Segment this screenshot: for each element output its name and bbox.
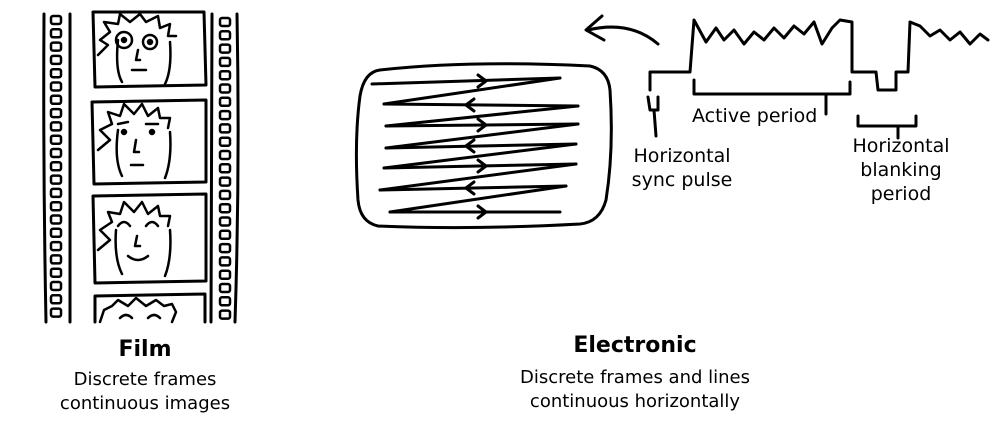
retrace-line	[388, 184, 568, 214]
sprocket-hole	[49, 294, 63, 305]
scan-arrow	[464, 97, 476, 113]
hsync-leader	[652, 108, 658, 138]
film-frame-1	[91, 10, 208, 89]
sprocket-hole	[49, 307, 63, 318]
hblank-label-line3: period	[870, 183, 932, 205]
film-face-4	[98, 296, 178, 324]
hblank-label: Horizontal blanking period	[838, 134, 964, 206]
film-caption: Film Discrete frames continuous images	[30, 338, 260, 416]
hsync-label-line2: sync pulse	[631, 169, 733, 191]
sprocket-hole	[49, 147, 63, 159]
electronic-caption: Electronic Discrete frames and lines con…	[470, 334, 800, 414]
sprocket-hole	[49, 214, 63, 225]
film-frame-4	[93, 292, 207, 324]
sprocket-hole	[218, 163, 232, 174]
film-face-1	[96, 12, 178, 86]
active-period-bracket	[692, 78, 852, 96]
retrace-line	[384, 122, 580, 150]
sprocket-hole	[49, 240, 63, 252]
sprocket-hole	[218, 202, 232, 214]
sprocket-hole	[49, 267, 63, 278]
sprocket-hole	[49, 227, 63, 239]
sprocket-hole	[49, 94, 63, 106]
sprocket-hole	[49, 161, 63, 172]
scan-arrow	[476, 204, 488, 220]
sprocket-hole	[49, 121, 63, 132]
sprocket-hole	[218, 296, 232, 307]
scan-arrow	[476, 158, 488, 174]
retrace-line	[382, 142, 578, 170]
hsync-label-line1: Horizontal	[633, 145, 731, 167]
hblank-label-line2: blanking	[860, 159, 942, 181]
scan-arrow	[476, 117, 488, 133]
sprocket-hole	[218, 96, 232, 108]
sprocket-hole	[218, 242, 232, 254]
sprocket-hole	[218, 123, 232, 134]
hblank-bracket	[856, 114, 918, 128]
sprocket-hole	[218, 109, 232, 121]
scan-line	[384, 122, 580, 128]
scan-line	[382, 162, 578, 170]
sprocket-hole	[218, 282, 232, 294]
film-caption-line1: Discrete frames	[73, 369, 217, 390]
film-face-2	[96, 102, 172, 180]
sprocket-hole	[49, 14, 63, 26]
sprocket-hole	[49, 254, 63, 265]
scan-arrow	[476, 73, 488, 89]
electronic-title: Electronic	[573, 333, 697, 358]
sprocket-hole	[49, 174, 63, 185]
crt-screen-icon	[354, 62, 613, 230]
film-frame-3	[91, 192, 208, 285]
sprocket-hole	[49, 28, 63, 39]
hsync-label: Horizontal sync pulse	[620, 144, 744, 192]
sprocket-hole	[49, 81, 63, 92]
sprocket-hole	[49, 107, 63, 119]
hsync-bracket	[646, 95, 660, 112]
sprocket-hole	[49, 280, 63, 292]
scan-line	[384, 142, 578, 150]
sprocket-hole	[49, 41, 63, 52]
scan-arrow	[464, 138, 476, 154]
sprocket-hole	[49, 67, 63, 79]
retrace-line	[382, 76, 562, 106]
retrace-line	[378, 162, 578, 192]
sprocket-hole	[49, 54, 63, 66]
retrace-line	[384, 104, 580, 128]
sprocket-hole	[218, 216, 232, 227]
sprocket-hole	[218, 136, 232, 147]
sprocket-hole	[218, 56, 232, 68]
sprocket-hole	[218, 269, 232, 280]
film-title: Film	[118, 337, 172, 362]
sprocket-hole	[218, 83, 232, 94]
sprocket-hole	[49, 187, 63, 199]
waveform-line	[648, 18, 990, 92]
active-period-label: Active period	[692, 105, 818, 127]
scan-line	[382, 102, 580, 108]
video-signal-waveform	[646, 18, 990, 140]
sprocket-hole	[218, 176, 232, 187]
curved-arrow-icon	[584, 14, 660, 46]
sprocket-hole	[49, 200, 63, 212]
sprocket-hole	[218, 229, 232, 241]
sprocket-hole	[218, 256, 232, 267]
scan-arrow	[464, 180, 476, 196]
film-frame-2	[90, 98, 208, 186]
sprocket-hole	[218, 16, 232, 28]
film-face-3	[96, 200, 172, 278]
sprocket-hole	[218, 69, 232, 81]
sprocket-hole	[49, 134, 63, 145]
scan-line	[370, 76, 562, 86]
sprocket-hole	[218, 43, 232, 54]
film-caption-line2: continuous images	[59, 393, 231, 414]
sprocket-hole	[218, 149, 232, 161]
film-strip-icon	[42, 10, 240, 324]
sprocket-hole	[218, 309, 232, 320]
sprocket-hole	[218, 30, 232, 41]
sprocket-hole	[218, 189, 232, 201]
hblank-label-line1: Horizontal	[852, 135, 950, 157]
electronic-caption-line1: Discrete frames and lines	[520, 367, 750, 388]
electronic-caption-line2: continuous horizontally	[529, 391, 741, 412]
scan-line	[378, 184, 568, 192]
